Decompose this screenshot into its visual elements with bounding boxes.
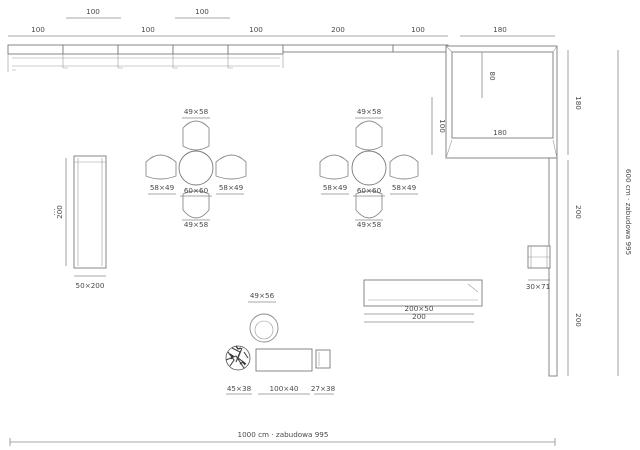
console: 200×50 200 (363, 279, 483, 323)
dining-right-table (351, 150, 387, 186)
module-5 (227, 44, 284, 55)
corner-height-label: 180 (574, 96, 583, 110)
side-unit-label: 30×71 (526, 282, 550, 291)
lounge-armchair-seat (254, 320, 274, 340)
dining-right-chair-left-label: 58×49 (323, 183, 348, 192)
console-width-label: 200 (412, 312, 426, 321)
dining-left-chair-bottom-label: 49×58 (184, 220, 209, 229)
dining-right-chair-bottom-label: 49×58 (357, 220, 382, 229)
module-seat-lines (12, 57, 280, 67)
left-bench-size-label: 50×200 (76, 281, 105, 290)
module-1-label: 100 (31, 25, 45, 34)
module-7 (392, 44, 449, 53)
lounge-chair-label: 49×56 (250, 291, 275, 300)
dining-right-chair-bottom (355, 190, 383, 219)
right-wall-dim-1: 200 (574, 205, 583, 219)
plant-size-label: 45×38 (227, 384, 252, 393)
module-1 (7, 44, 64, 55)
sofa-size-label: 100×40 (270, 384, 299, 393)
dining-left-chair-left (145, 154, 177, 180)
overall-width-dimension: 1000 cm · zabudowa 995 (9, 430, 556, 446)
dining-right-chair-right-label: 58×49 (392, 183, 417, 192)
right-wall-unit: 200 200 (548, 157, 583, 377)
dining-right-chair-left (319, 154, 349, 180)
left-bench-small-mark: ... (48, 209, 57, 216)
side-unit: 30×71 (526, 245, 551, 291)
module-3-label: 100 (141, 25, 155, 34)
console-body (363, 279, 483, 307)
console-size-label: 200×50 (405, 304, 434, 313)
top-row-dimensions: 100 100 100 200 100 180 100 100 (8, 7, 555, 37)
dining-set-right: 49×58 58×49 60×60 58×49 49×58 (319, 107, 419, 229)
dining-left-table-label: 60×60 (184, 186, 209, 195)
left-bench-body (73, 155, 107, 269)
overall-height-label: 600 cm · zabudowa 995 (624, 169, 633, 255)
corner-inner-width-label: 180 (493, 128, 507, 137)
dining-right-chair-top-label: 49×58 (357, 107, 382, 116)
console-details (368, 283, 479, 301)
dining-left-chair-right-label: 58×49 (219, 183, 244, 192)
dining-right-chair-right (389, 154, 419, 180)
dining-left-table (178, 150, 214, 186)
lounge-area: 49×56 45×38 100×40 27×38 (225, 291, 336, 395)
module-2-label: 100 (86, 7, 100, 16)
plant-icon (225, 345, 251, 371)
right-wall-dim-2: 200 (574, 313, 583, 327)
dining-left-chair-top (182, 120, 210, 151)
module-7-label: 100 (411, 25, 425, 34)
left-bench: 200 ... 50×200 (48, 155, 107, 290)
corner-top-label: 180 (493, 25, 507, 34)
lounge-armchair (249, 313, 279, 343)
corner-left-label: 100 (438, 119, 447, 133)
overall-width-label: 1000 cm · zabudowa 995 (238, 430, 329, 439)
dining-set-left: 49×58 58×49 60×60 58×49 49×58 (145, 107, 247, 229)
dining-left-chair-bottom (182, 190, 210, 219)
dining-right-table-label: 60×60 (357, 186, 382, 195)
lounge-stool (315, 349, 331, 369)
module-4-label: 100 (195, 7, 209, 16)
module-backs (7, 54, 284, 72)
corner-depth-label: 80 (488, 71, 497, 81)
module-feet (12, 67, 233, 71)
dining-left-chair-right (215, 154, 247, 180)
stool-size-label: 27×38 (311, 384, 336, 393)
corner-unit: 80 180 180 100 (431, 45, 583, 159)
module-4 (172, 44, 229, 55)
module-3 (117, 44, 174, 55)
side-unit-details (528, 246, 550, 268)
overall-height-dimension: 600 cm · zabudowa 995 (617, 50, 633, 376)
corner-unit-outline (445, 45, 558, 159)
dining-left-chair-left-label: 58×49 (150, 183, 175, 192)
module-2 (62, 44, 119, 55)
dining-left-chair-top-label: 49×58 (184, 107, 209, 116)
lounge-sofa (255, 348, 313, 372)
module-5-label: 100 (249, 25, 263, 34)
left-bench-details (74, 158, 106, 266)
top-row-modules (7, 44, 449, 72)
module-6-label: 200 (331, 25, 345, 34)
dining-right-chair-top (355, 120, 383, 151)
left-bench-height-label: 200 (55, 205, 64, 219)
corner-unit-bevels (445, 45, 558, 159)
module-6 (282, 44, 394, 53)
